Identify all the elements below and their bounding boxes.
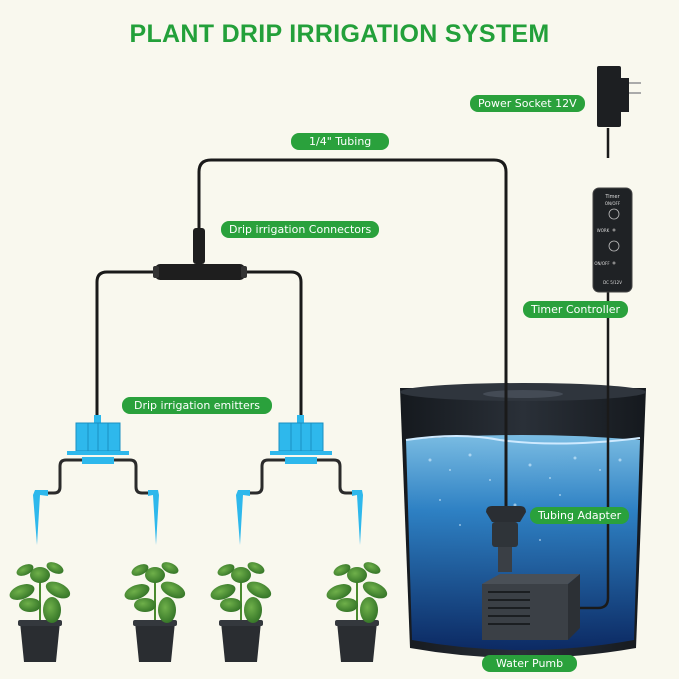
label-connectors: Drip irrigation Connectors <box>221 221 380 238</box>
water-bucket <box>400 383 646 658</box>
water-pump <box>482 506 580 640</box>
label-timer-controller: Timer Controller <box>523 301 629 318</box>
label-tubing-adapter: Tubing Adapter <box>530 507 630 524</box>
timer-voltage: DC 5/12V <box>603 280 622 285</box>
emitter-right <box>236 415 363 545</box>
plant-4 <box>326 562 388 662</box>
main-tubing <box>95 158 508 510</box>
page-title: PLANT DRIP IRRIGATION SYSTEM <box>129 20 550 48</box>
timer-onoff-2: ON/OFF <box>594 261 610 266</box>
emitter-left <box>33 415 159 545</box>
timer-onoff: ON/OFF <box>604 201 621 206</box>
power-cord <box>580 128 610 610</box>
timer-controller <box>592 187 633 293</box>
label-emitters: Drip irrigation emitters <box>122 397 272 414</box>
label-tubing: 1/4" Tubing <box>291 133 390 150</box>
plant-2 <box>124 562 186 662</box>
timer-work: WORK <box>596 228 610 233</box>
power-adapter <box>597 66 641 127</box>
timer-title: Timer <box>605 194 620 200</box>
plant-3 <box>210 562 272 662</box>
t-connector <box>153 228 247 280</box>
label-water-pump: Water Pumb <box>482 655 578 672</box>
plant-1 <box>9 562 71 662</box>
label-power-socket: Power Socket 12V <box>470 95 585 112</box>
